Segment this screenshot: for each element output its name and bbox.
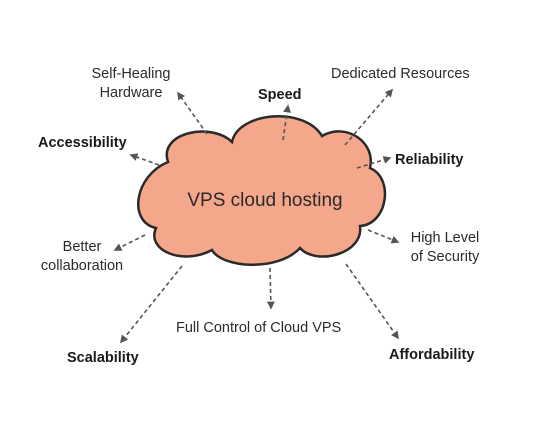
arrow-better-collaboration [113, 234, 146, 251]
label-dedicated-resources: Dedicated Resources [331, 66, 470, 82]
label-accessibility: Accessibility [38, 135, 127, 151]
label-reliability: Reliability [395, 152, 464, 168]
cloud-shape [137, 115, 387, 266]
arrow-speed [282, 104, 292, 141]
label-better-collaboration: Better collaboration [22, 238, 142, 276]
arrow-high-security [367, 229, 400, 244]
arrow-accessibility [129, 153, 160, 166]
label-scalability: Scalability [67, 350, 139, 366]
label-better-collaboration-line2: collaboration [40, 258, 124, 274]
arrow-self-healing [177, 91, 208, 135]
label-self-healing-hardware: Self-Healing Hardware [76, 65, 186, 103]
label-high-level-security: High Level of Security [395, 229, 495, 267]
label-self-healing-line2: Hardware [99, 85, 163, 101]
cloud-title: VPS cloud hosting [187, 190, 343, 211]
label-speed: Speed [258, 87, 302, 103]
arrow-scalability [119, 265, 183, 344]
arrow-dedicated-resources [344, 88, 394, 146]
arrow-affordability [345, 263, 399, 340]
label-high-security-line2: of Security [410, 249, 480, 265]
arrow-reliability [356, 156, 392, 169]
label-better-collaboration-line1: Better [62, 239, 102, 255]
label-affordability: Affordability [389, 347, 475, 363]
label-high-security-line1: High Level [410, 230, 480, 246]
arrow-full-control [266, 267, 275, 310]
label-full-control: Full Control of Cloud VPS [176, 320, 342, 336]
label-self-healing-line1: Self-Healing [91, 66, 171, 82]
